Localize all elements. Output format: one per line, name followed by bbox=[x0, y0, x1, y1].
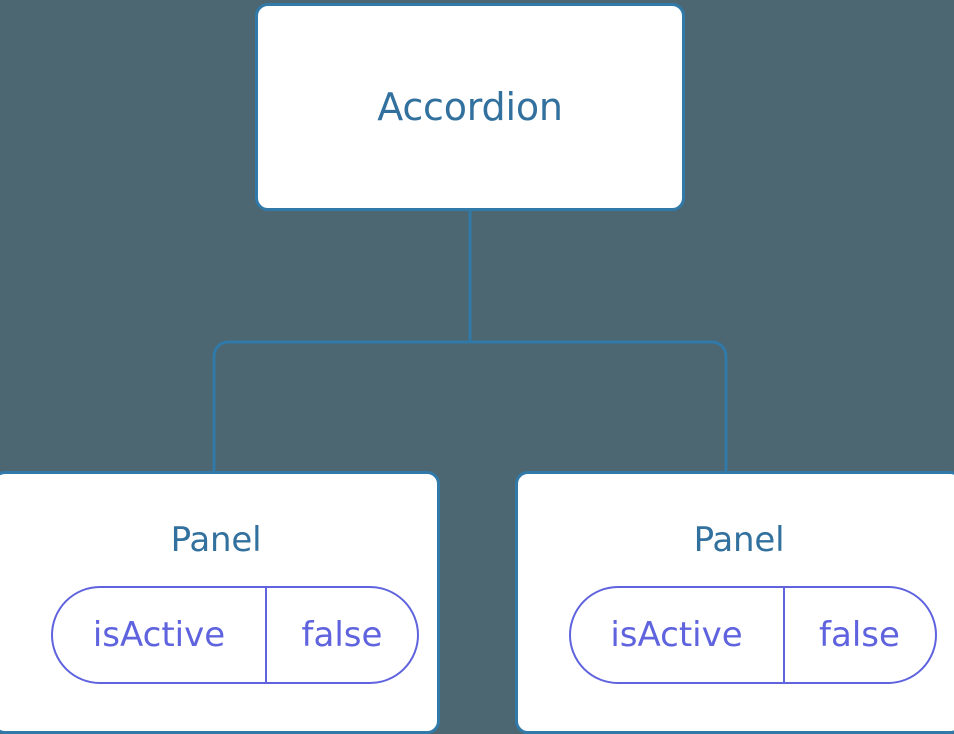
node-panel-1[interactable]: Panel isActive false bbox=[515, 471, 954, 734]
prop-badge-isactive-1[interactable]: isActive false bbox=[568, 586, 937, 684]
node-panel-1-label: Panel bbox=[693, 520, 785, 560]
node-panel-0-label: Panel bbox=[170, 520, 262, 560]
prop-value-0: false bbox=[301, 615, 383, 655]
prop-value-1: false bbox=[819, 615, 900, 655]
prop-key-0: isActive bbox=[53, 588, 267, 682]
node-accordion-label: Accordion bbox=[377, 85, 563, 129]
connector-to-panel-1 bbox=[470, 340, 728, 474]
prop-badge-isactive-0[interactable]: isActive false bbox=[51, 586, 419, 684]
prop-key-1: isActive bbox=[571, 588, 785, 682]
node-panel-0[interactable]: Panel isActive false bbox=[0, 471, 440, 734]
connector-to-panel-0 bbox=[212, 340, 470, 474]
node-accordion[interactable]: Accordion bbox=[255, 3, 685, 211]
